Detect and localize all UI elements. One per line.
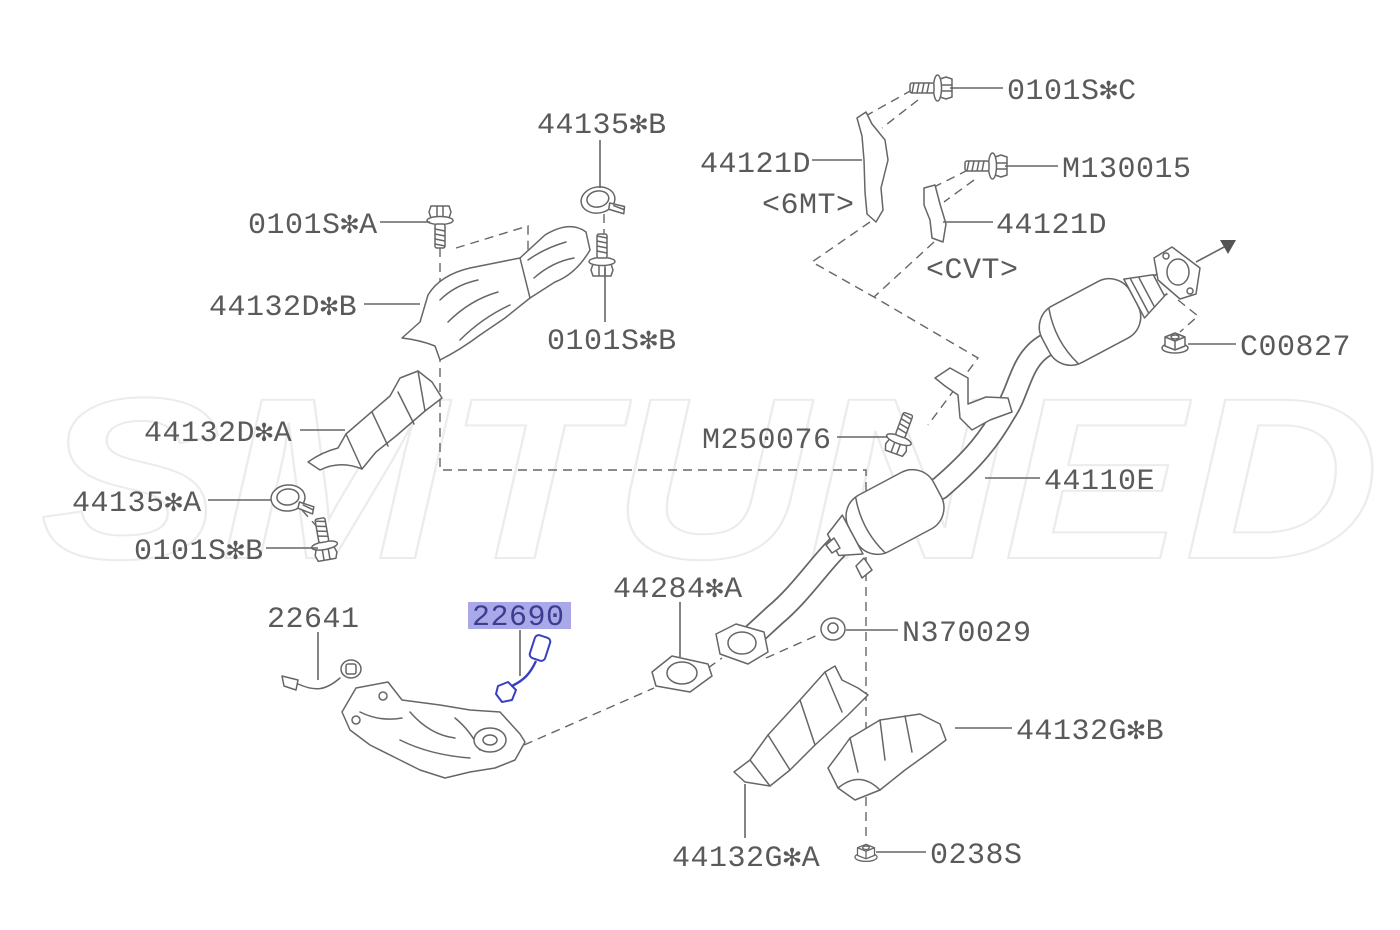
manifold-outlet-bore xyxy=(482,734,498,746)
exhaust-manifold xyxy=(341,681,526,779)
bolt-0101s-c xyxy=(909,74,953,102)
catalytic-converter-rear xyxy=(1038,274,1166,367)
label-44135-a: 44135✻A xyxy=(72,487,202,521)
arrow-shaft xyxy=(1195,245,1227,263)
bracket-44121d-cvt xyxy=(923,184,947,243)
sensor-22641-tip xyxy=(281,675,299,691)
exhaust-pipe-44110e xyxy=(715,240,1236,665)
manifold-outline xyxy=(341,681,526,779)
dash-gasket-to-flange xyxy=(707,657,723,669)
bolt-0101s-a xyxy=(426,205,454,249)
shield-d-a-ribs xyxy=(345,370,426,470)
sensor-22641-cable xyxy=(297,677,341,690)
cat-rear-seam xyxy=(1048,307,1079,365)
hanger-bracket-shape xyxy=(934,367,1013,431)
manifold-bolt-hole-1 xyxy=(351,715,361,725)
nut-c00827 xyxy=(1161,332,1189,354)
manifold-contours xyxy=(359,711,481,759)
dash-flange-to-nut xyxy=(1177,299,1200,333)
label-0101s-b-lower: 0101S✻B xyxy=(134,535,264,569)
label-c00827: C00827 xyxy=(1240,331,1351,365)
label-22690: 22690 xyxy=(472,601,565,635)
flange-front-bore xyxy=(727,631,757,655)
label-44132g-a: 44132G✻A xyxy=(672,842,820,876)
label-22690-highlight xyxy=(468,602,571,629)
cat-front-seam xyxy=(854,497,886,554)
label-0101s-a: 0101S✻A xyxy=(248,209,378,243)
heat-shield-44132g-a xyxy=(733,665,869,787)
dash-flange-to-ring-gasket xyxy=(765,633,821,659)
pipe-hanger-bracket xyxy=(934,367,1013,431)
gasket-n370029 xyxy=(820,617,846,641)
label-44132d-b: 44132D✻B xyxy=(209,291,357,325)
pipe-flange-front xyxy=(715,623,769,665)
label-44132g-b: 44132G✻B xyxy=(1016,715,1164,749)
flange-rear-hole-2 xyxy=(1186,287,1194,295)
pipe-tube-fill xyxy=(743,275,1168,646)
pipe-hanger-tabs xyxy=(825,537,873,579)
label-n370029: N370029 xyxy=(902,617,1032,651)
dash-bolt-c-to-bracket xyxy=(861,89,919,129)
flow-direction-arrow xyxy=(1195,240,1236,263)
pipe-flange-rear xyxy=(1153,246,1201,300)
label-m130015: M130015 xyxy=(1062,153,1192,187)
cat-rear-ribs xyxy=(1129,277,1155,314)
label-22641: 22641 xyxy=(267,603,360,637)
label-44135-b: 44135✻B xyxy=(537,109,667,143)
label-44284-a: 44284✻A xyxy=(613,573,743,607)
nut-0238s xyxy=(854,843,878,862)
label-0238s: 0238S xyxy=(930,839,1023,873)
gasket-44284-a-bore xyxy=(666,661,698,685)
hanger-tab-lower xyxy=(855,557,873,579)
shield-g-a-ribs xyxy=(749,671,843,787)
manifold-bolt-hole-2 xyxy=(378,691,388,701)
bracket-44121d-6mt xyxy=(856,111,889,223)
shield-d-a-outline xyxy=(307,370,443,471)
dash-bolt-a-to-shield xyxy=(455,225,529,258)
clamp-44135-b xyxy=(578,182,627,222)
label-44121d-cvt: 44121D xyxy=(996,209,1107,243)
heat-shield-44132g-b xyxy=(827,713,947,801)
sensor-22690-body xyxy=(495,681,517,703)
label-44121d-6mt: 44121D xyxy=(700,148,811,182)
shield-d-b-ribs xyxy=(439,241,575,341)
sensor-22690-cable xyxy=(511,660,538,688)
label-variant-cvt: <CVT> xyxy=(926,254,1019,288)
heat-shield-44132d-a xyxy=(307,370,443,471)
part-labels: 0101S✻C 44135✻B 44121D <6MT> M130015 010… xyxy=(72,75,1351,876)
sensor-22641-connector-face xyxy=(345,663,357,675)
bolt-m130015 xyxy=(964,152,1008,180)
label-0101s-b-upper: 0101S✻B xyxy=(547,325,677,359)
label-0101s-c: 0101S✻C xyxy=(1007,75,1137,109)
sensor-22690 xyxy=(495,634,552,703)
label-m250076: M250076 xyxy=(702,424,832,458)
leader-lines xyxy=(208,87,1236,853)
heat-shield-44132d-b xyxy=(401,226,591,361)
label-44110e: 44110E xyxy=(1044,465,1155,499)
shield-g-b-ribs xyxy=(837,715,913,791)
arrow-head xyxy=(1220,240,1236,254)
sensor-22641 xyxy=(281,659,362,691)
ring-gasket-inner xyxy=(827,622,839,634)
flange-rear-hole-1 xyxy=(1162,252,1170,260)
dash-manifold-to-gasket xyxy=(523,687,655,746)
bolt-0101s-b-upper xyxy=(588,233,616,277)
gasket-44284-a xyxy=(651,655,713,693)
label-variant-6mt: <6MT> xyxy=(762,189,855,223)
label-44132d-a: 44132D✻A xyxy=(144,417,292,451)
hanger-tab-upper xyxy=(825,537,841,554)
sensor-22690-connector xyxy=(528,634,552,662)
shield-g-b-outline xyxy=(827,713,947,801)
flange-rear-bore xyxy=(1166,258,1190,286)
watermark-text: SMTUNED xyxy=(40,350,1380,607)
